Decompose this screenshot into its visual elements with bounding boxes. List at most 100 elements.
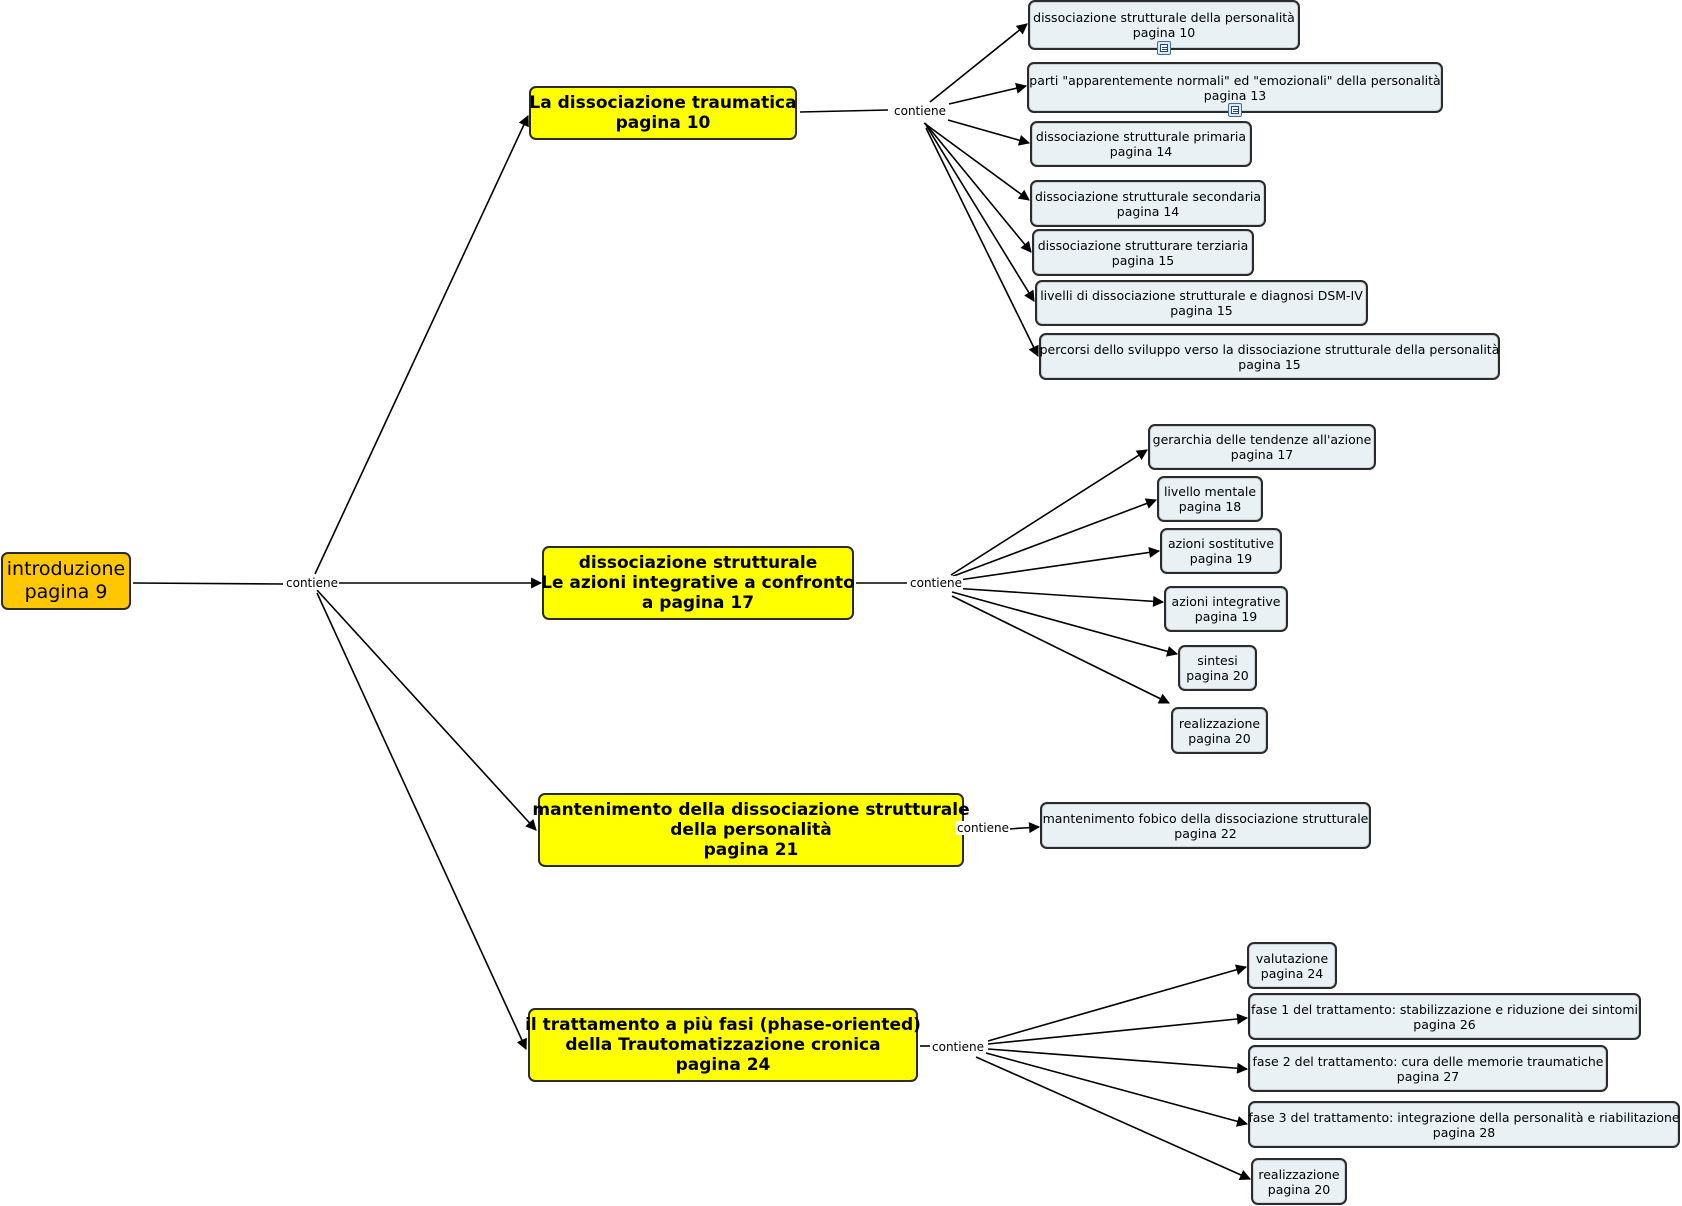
link-label-branch-4[interactable]: contiene	[931, 1040, 985, 1054]
topic-line: Le azioni integrative a confronto	[541, 573, 855, 593]
link-arrow	[1007, 822, 1041, 834]
subtopic-node[interactable]: livello mentale pagina 18	[1157, 476, 1263, 522]
subtopic-line: dissociazione strutturale della personal…	[1033, 10, 1295, 25]
link-arrow	[951, 595, 1170, 704]
subtopic-line: pagina 19	[1189, 551, 1253, 566]
subtopic-line: sintesi	[1197, 653, 1238, 668]
subtopic-line: pagina 20	[1186, 668, 1249, 683]
subtopic-line: pagina 18	[1178, 499, 1242, 514]
subtopic-line: pagina 20	[1267, 1181, 1331, 1197]
subtopic-node[interactable]: azioni sostitutive pagina 19	[1160, 528, 1282, 574]
subtopic-node[interactable]: valutazione pagina 24	[1247, 942, 1337, 989]
subtopic-line: mantenimento fobico della dissociazione …	[1042, 810, 1369, 826]
link-arrow	[925, 127, 1039, 357]
topic-line: della personalità	[670, 820, 832, 840]
subtopic-line: pagina 14	[1109, 144, 1173, 159]
root-node[interactable]: introduzione pagina 9	[1, 552, 131, 610]
subtopic-node[interactable]: dissociazione strutturale secondaria pag…	[1030, 180, 1266, 227]
topic-line: della Trautomatizzazione cronica	[565, 1035, 881, 1055]
subtopic-line: pagina 15	[1170, 303, 1233, 318]
subtopic-node[interactable]: fase 1 del trattamento: stabilizzazione …	[1248, 993, 1641, 1040]
document-icon[interactable]	[1228, 103, 1242, 117]
link-arrow	[951, 587, 1165, 607]
link-arrow	[316, 592, 527, 1050]
topic-line: mantenimento della dissociazione struttu…	[532, 800, 970, 820]
link-arrow	[924, 122, 1032, 253]
link-arrow	[948, 82, 1028, 105]
subtopic-line: pagina 15	[1111, 252, 1175, 268]
link-arrow	[316, 589, 537, 831]
topic-node-dissociazione-traumatica[interactable]: La dissociazione traumatica pagina 10	[529, 86, 797, 140]
subtopic-line: pagina 17	[1230, 447, 1294, 462]
subtopic-line: pagina 13	[1203, 87, 1267, 103]
subtopic-line: azioni sostitutive	[1167, 536, 1275, 551]
topic-line: pagina 10	[615, 113, 711, 133]
link-arrow	[951, 591, 1179, 657]
root-line-1: introduzione	[6, 558, 126, 580]
subtopic-line: dissociazione strutturale secondaria	[1034, 188, 1261, 204]
subtopic-node[interactable]: realizzazione pagina 20	[1171, 707, 1268, 754]
link-arrow	[929, 23, 1028, 103]
topic-line: pagina 24	[675, 1055, 771, 1075]
subtopic-node[interactable]: percorsi dello sviluppo verso la dissoci…	[1039, 333, 1500, 380]
topic-line: a pagina 17	[641, 593, 755, 613]
subtopic-line: livello mentale	[1163, 484, 1257, 499]
topic-line: il trattamento a più fasi (phase-oriente…	[525, 1015, 921, 1035]
subtopic-line: pagina 26	[1413, 1016, 1476, 1032]
topic-line: dissociazione strutturale	[578, 553, 818, 573]
link-arrow	[923, 122, 1030, 201]
link-label-branch-3[interactable]: contiene	[956, 821, 1010, 835]
subtopic-line: pagina 10	[1132, 25, 1196, 40]
subtopic-node[interactable]: dissociazione strutturale della personal…	[1028, 0, 1300, 50]
link-arrow	[987, 1013, 1249, 1045]
subtopic-node[interactable]: sintesi pagina 20	[1178, 645, 1257, 691]
subtopic-line: pagina 28	[1432, 1124, 1496, 1140]
link-arrow	[985, 1052, 1249, 1127]
topic-node-trattamento[interactable]: il trattamento a più fasi (phase-oriente…	[525, 1008, 921, 1082]
subtopic-line: fase 2 del trattamento: cura delle memor…	[1252, 1053, 1604, 1069]
link-label-branch-2[interactable]: contiene	[909, 576, 963, 590]
subtopic-node[interactable]: dissociazione strutturare terziaria pagi…	[1032, 229, 1254, 276]
topic-line: La dissociazione traumatica	[529, 93, 797, 113]
subtopic-line: dissociazione strutturale primaria	[1035, 129, 1247, 144]
subtopic-line: livelli di dissociazione strutturale e d…	[1040, 288, 1363, 303]
link-arrow	[987, 1048, 1249, 1074]
subtopic-line: pagina 15	[1238, 356, 1301, 372]
subtopic-node[interactable]: mantenimento fobico della dissociazione …	[1040, 802, 1371, 849]
link-arrow	[987, 964, 1248, 1042]
subtopic-node[interactable]: fase 3 del trattamento: integrazione del…	[1248, 1101, 1680, 1148]
subtopic-node[interactable]: gerarchia delle tendenze all'azione pagi…	[1148, 424, 1376, 470]
topic-node-azioni-integrative[interactable]: dissociazione strutturale Le azioni inte…	[541, 546, 855, 620]
link-arrow	[314, 115, 529, 575]
subtopic-node[interactable]: livelli di dissociazione strutturale e d…	[1035, 280, 1368, 326]
subtopic-line: fase 1 del trattamento: stabilizzazione …	[1251, 1001, 1638, 1017]
topic-node-mantenimento[interactable]: mantenimento della dissociazione struttu…	[532, 793, 970, 867]
subtopic-line: azioni integrative	[1171, 594, 1281, 609]
root-line-2: pagina 9	[24, 581, 108, 603]
link-arrow	[925, 124, 1035, 302]
subtopic-line: pagina 22	[1174, 825, 1237, 841]
subtopic-line: dissociazione strutturare terziaria	[1037, 237, 1249, 253]
subtopic-line: fase 3 del trattamento: integrazione del…	[1248, 1109, 1680, 1125]
subtopic-node[interactable]: fase 2 del trattamento: cura delle memor…	[1248, 1045, 1608, 1092]
link-label-branch-1[interactable]: contiene	[893, 104, 947, 118]
link-line	[132, 582, 284, 585]
link-arrow	[951, 546, 1161, 582]
link-arrow	[975, 1056, 1252, 1180]
subtopic-line: pagina 14	[1116, 203, 1180, 219]
link-label-root[interactable]: contiene	[285, 576, 339, 590]
link-arrow	[950, 498, 1158, 578]
subtopic-node[interactable]: dissociazione strutturale primaria pagin…	[1030, 121, 1252, 167]
link-arrow	[950, 449, 1148, 576]
link-line	[799, 109, 889, 113]
subtopic-line: gerarchia delle tendenze all'azione	[1152, 432, 1372, 447]
link-arrow	[947, 119, 1031, 146]
subtopic-node[interactable]: realizzazione pagina 20	[1251, 1158, 1347, 1205]
subtopic-node[interactable]: azioni integrative pagina 19	[1164, 586, 1288, 632]
subtopic-line: pagina 19	[1194, 609, 1258, 624]
document-icon[interactable]	[1157, 41, 1171, 55]
topic-line: pagina 21	[703, 840, 799, 860]
subtopic-line: realizzazione	[1258, 1166, 1340, 1182]
